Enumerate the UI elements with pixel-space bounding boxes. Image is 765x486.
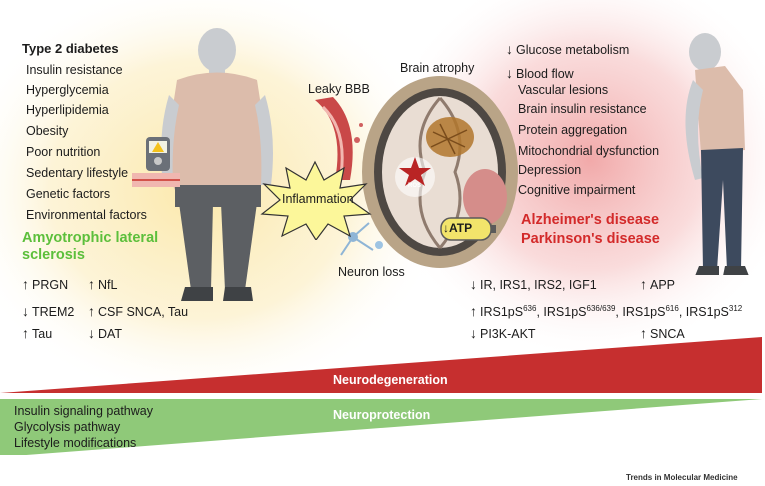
gradient-wedges: [0, 337, 762, 455]
glucometer-icon: [132, 137, 180, 187]
elderly-person-illustration: [685, 33, 749, 275]
list-item: Vascular lesions: [518, 83, 609, 97]
als-label-line1: Amyotrophic lateral: [22, 230, 159, 246]
atp-battery-icon: [440, 217, 496, 241]
brain-section-illustration: [362, 76, 518, 268]
up-arrow-icon: ↑: [22, 325, 29, 341]
up-arrow-icon: ↑: [470, 303, 477, 319]
blood-vessel-icon: [315, 97, 363, 180]
down-arrow-icon: ↓: [470, 276, 477, 292]
list-item: Protein aggregation: [518, 123, 628, 137]
list-item: ↓Glucose metabolism: [506, 41, 630, 57]
down-arrow-icon: ↓: [506, 41, 513, 57]
marker-tau: ↑Tau: [22, 325, 53, 341]
down-arrow-icon: ↓: [470, 325, 477, 341]
pathway-item: Lifestyle modifications: [14, 436, 137, 450]
list-item: Poor nutrition: [26, 145, 101, 159]
up-arrow-icon: ↑: [640, 276, 647, 292]
list-item: Hyperlipidemia: [26, 103, 109, 117]
brain-atrophy-label: Brain atrophy: [400, 61, 475, 75]
inflammation-label: Inflammation: [282, 192, 354, 206]
journal-credit: Trends in Molecular Medicine: [626, 473, 738, 482]
list-item: Mitochondrial dysfunction: [518, 144, 660, 158]
marker-trem2: ↓TREM2: [22, 303, 75, 319]
marker-insulin-receptors: ↓IR, IRS1, IRS2, IGF1: [470, 276, 597, 292]
down-arrow-icon: ↓: [88, 325, 95, 341]
list-item: Insulin resistance: [26, 63, 123, 77]
marker-irs1-phospho: ↑IRS1pS636, IRS1pS636/639, IRS1pS616, IR…: [470, 303, 743, 319]
marker-snca: ↑SNCA: [640, 325, 685, 341]
alzheimers-label: Alzheimer's disease: [521, 212, 660, 228]
down-arrow-icon: ↓: [443, 221, 449, 235]
atp-label: ↓ATP: [443, 221, 473, 235]
list-item: Sedentary lifestyle: [26, 166, 129, 180]
marker-dat: ↓DAT: [88, 325, 123, 341]
parkinsons-label: Parkinson's disease: [521, 231, 660, 247]
neuroprotection-wedge: [0, 399, 762, 455]
down-arrow-icon: ↓: [22, 303, 29, 319]
marker-app: ↑APP: [640, 276, 676, 292]
neuroprotection-label: Neuroprotection: [333, 408, 431, 422]
neurodegeneration-label: Neurodegeneration: [333, 373, 448, 387]
list-item: Hyperglycemia: [26, 83, 109, 97]
list-item: Genetic factors: [26, 187, 111, 201]
leaky-bbb-label: Leaky BBB: [308, 82, 370, 96]
neuron-loss-label: Neuron loss: [338, 265, 405, 279]
list-item: Cognitive impairment: [518, 183, 636, 197]
list-item: Depression: [518, 163, 582, 177]
list-item: Brain insulin resistance: [518, 102, 647, 116]
list-item: Obesity: [26, 124, 69, 138]
up-arrow-icon: ↑: [88, 276, 95, 292]
als-label-line2: sclerosis: [22, 247, 85, 263]
up-arrow-icon: ↑: [88, 303, 95, 319]
marker-csf: ↑CSF SNCA, Tau: [88, 303, 189, 319]
pathway-item: Glycolysis pathway: [14, 420, 121, 434]
marker-nfl: ↑NfL: [88, 276, 118, 292]
up-arrow-icon: ↑: [640, 325, 647, 341]
marker-prgn: ↑PRGN: [22, 276, 69, 292]
pathway-item: Insulin signaling pathway: [14, 404, 153, 418]
list-item: Environmental factors: [26, 208, 147, 222]
obese-person-illustration: [161, 28, 273, 301]
list-item: ↓Blood flow: [506, 65, 574, 81]
down-arrow-icon: ↓: [506, 65, 513, 81]
ros-label: ROS: [408, 183, 422, 189]
type2-diabetes-heading: Type 2 diabetes: [22, 41, 119, 56]
marker-pi3k: ↓PI3K-AKT: [470, 325, 536, 341]
up-arrow-icon: ↑: [22, 276, 29, 292]
neurodegeneration-wedge: [0, 337, 762, 393]
inflammation-burst-icon: [260, 160, 372, 240]
